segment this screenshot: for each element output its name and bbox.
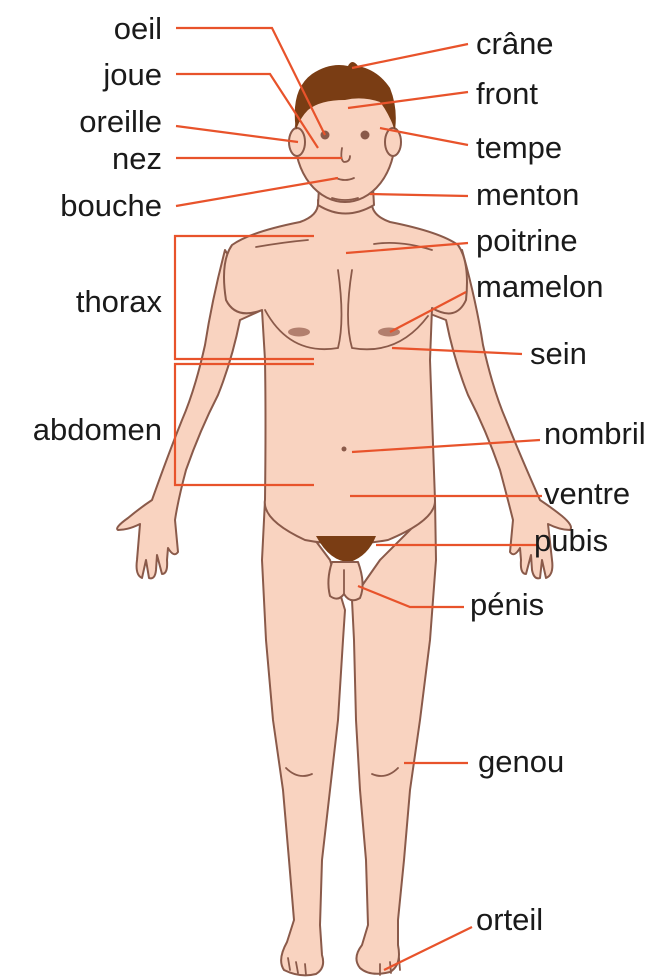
leader-crane xyxy=(352,44,468,68)
label-abdomen: abdomen xyxy=(33,412,162,447)
navel xyxy=(342,447,347,452)
label-bouche: bouche xyxy=(60,188,162,223)
right-leg xyxy=(352,500,436,974)
leader-bouche xyxy=(176,178,338,206)
label-oreille: oreille xyxy=(79,104,162,139)
label-orteil: orteil xyxy=(476,902,543,937)
genitals xyxy=(328,562,362,600)
label-joue: joue xyxy=(102,57,162,92)
label-penis: pénis xyxy=(470,587,544,622)
label-ventre: ventre xyxy=(544,476,630,511)
label-genou: genou xyxy=(478,744,564,779)
label-tempe: tempe xyxy=(476,130,562,165)
label-pubis: pubis xyxy=(534,523,608,558)
label-nez: nez xyxy=(112,141,162,176)
label-oeil: oeil xyxy=(114,11,162,46)
label-front: front xyxy=(476,76,538,111)
right-eye xyxy=(361,131,370,140)
label-thorax: thorax xyxy=(76,284,163,319)
label-mamelon: mamelon xyxy=(476,269,604,304)
leader-oreille xyxy=(176,126,298,142)
label-menton: menton xyxy=(476,177,579,212)
label-poitrine: poitrine xyxy=(476,223,578,258)
label-nombril: nombril xyxy=(544,416,646,451)
left-nipple xyxy=(288,328,310,337)
leader-menton xyxy=(370,194,468,196)
torso xyxy=(224,200,467,544)
label-crane: crâne xyxy=(476,26,554,61)
label-sein: sein xyxy=(530,336,587,371)
